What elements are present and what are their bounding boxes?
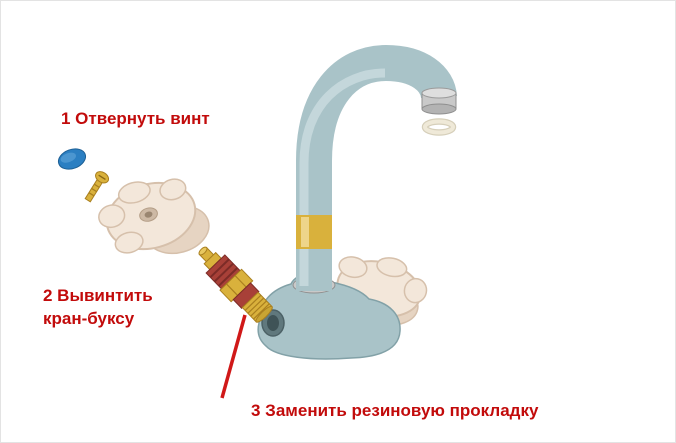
spout (296, 44, 457, 291)
step3-label: 3 Заменить резиновую прокладку (251, 401, 539, 420)
step2-label: 2 Вывинтить кран-буксу (43, 284, 153, 330)
faucet-body (257, 272, 401, 360)
aerator (421, 87, 457, 115)
step2-label-line2: кран-буксу (43, 309, 135, 328)
screw (84, 171, 110, 203)
step1-label: 1 Отвернуть винт (61, 109, 210, 128)
handle-left (98, 178, 210, 255)
cartridge (198, 246, 273, 323)
step2-label-line1: 2 Вывинтить (43, 286, 153, 305)
pointer-line (220, 314, 247, 399)
gasket-ring (421, 118, 457, 136)
handle-cap (57, 148, 87, 170)
